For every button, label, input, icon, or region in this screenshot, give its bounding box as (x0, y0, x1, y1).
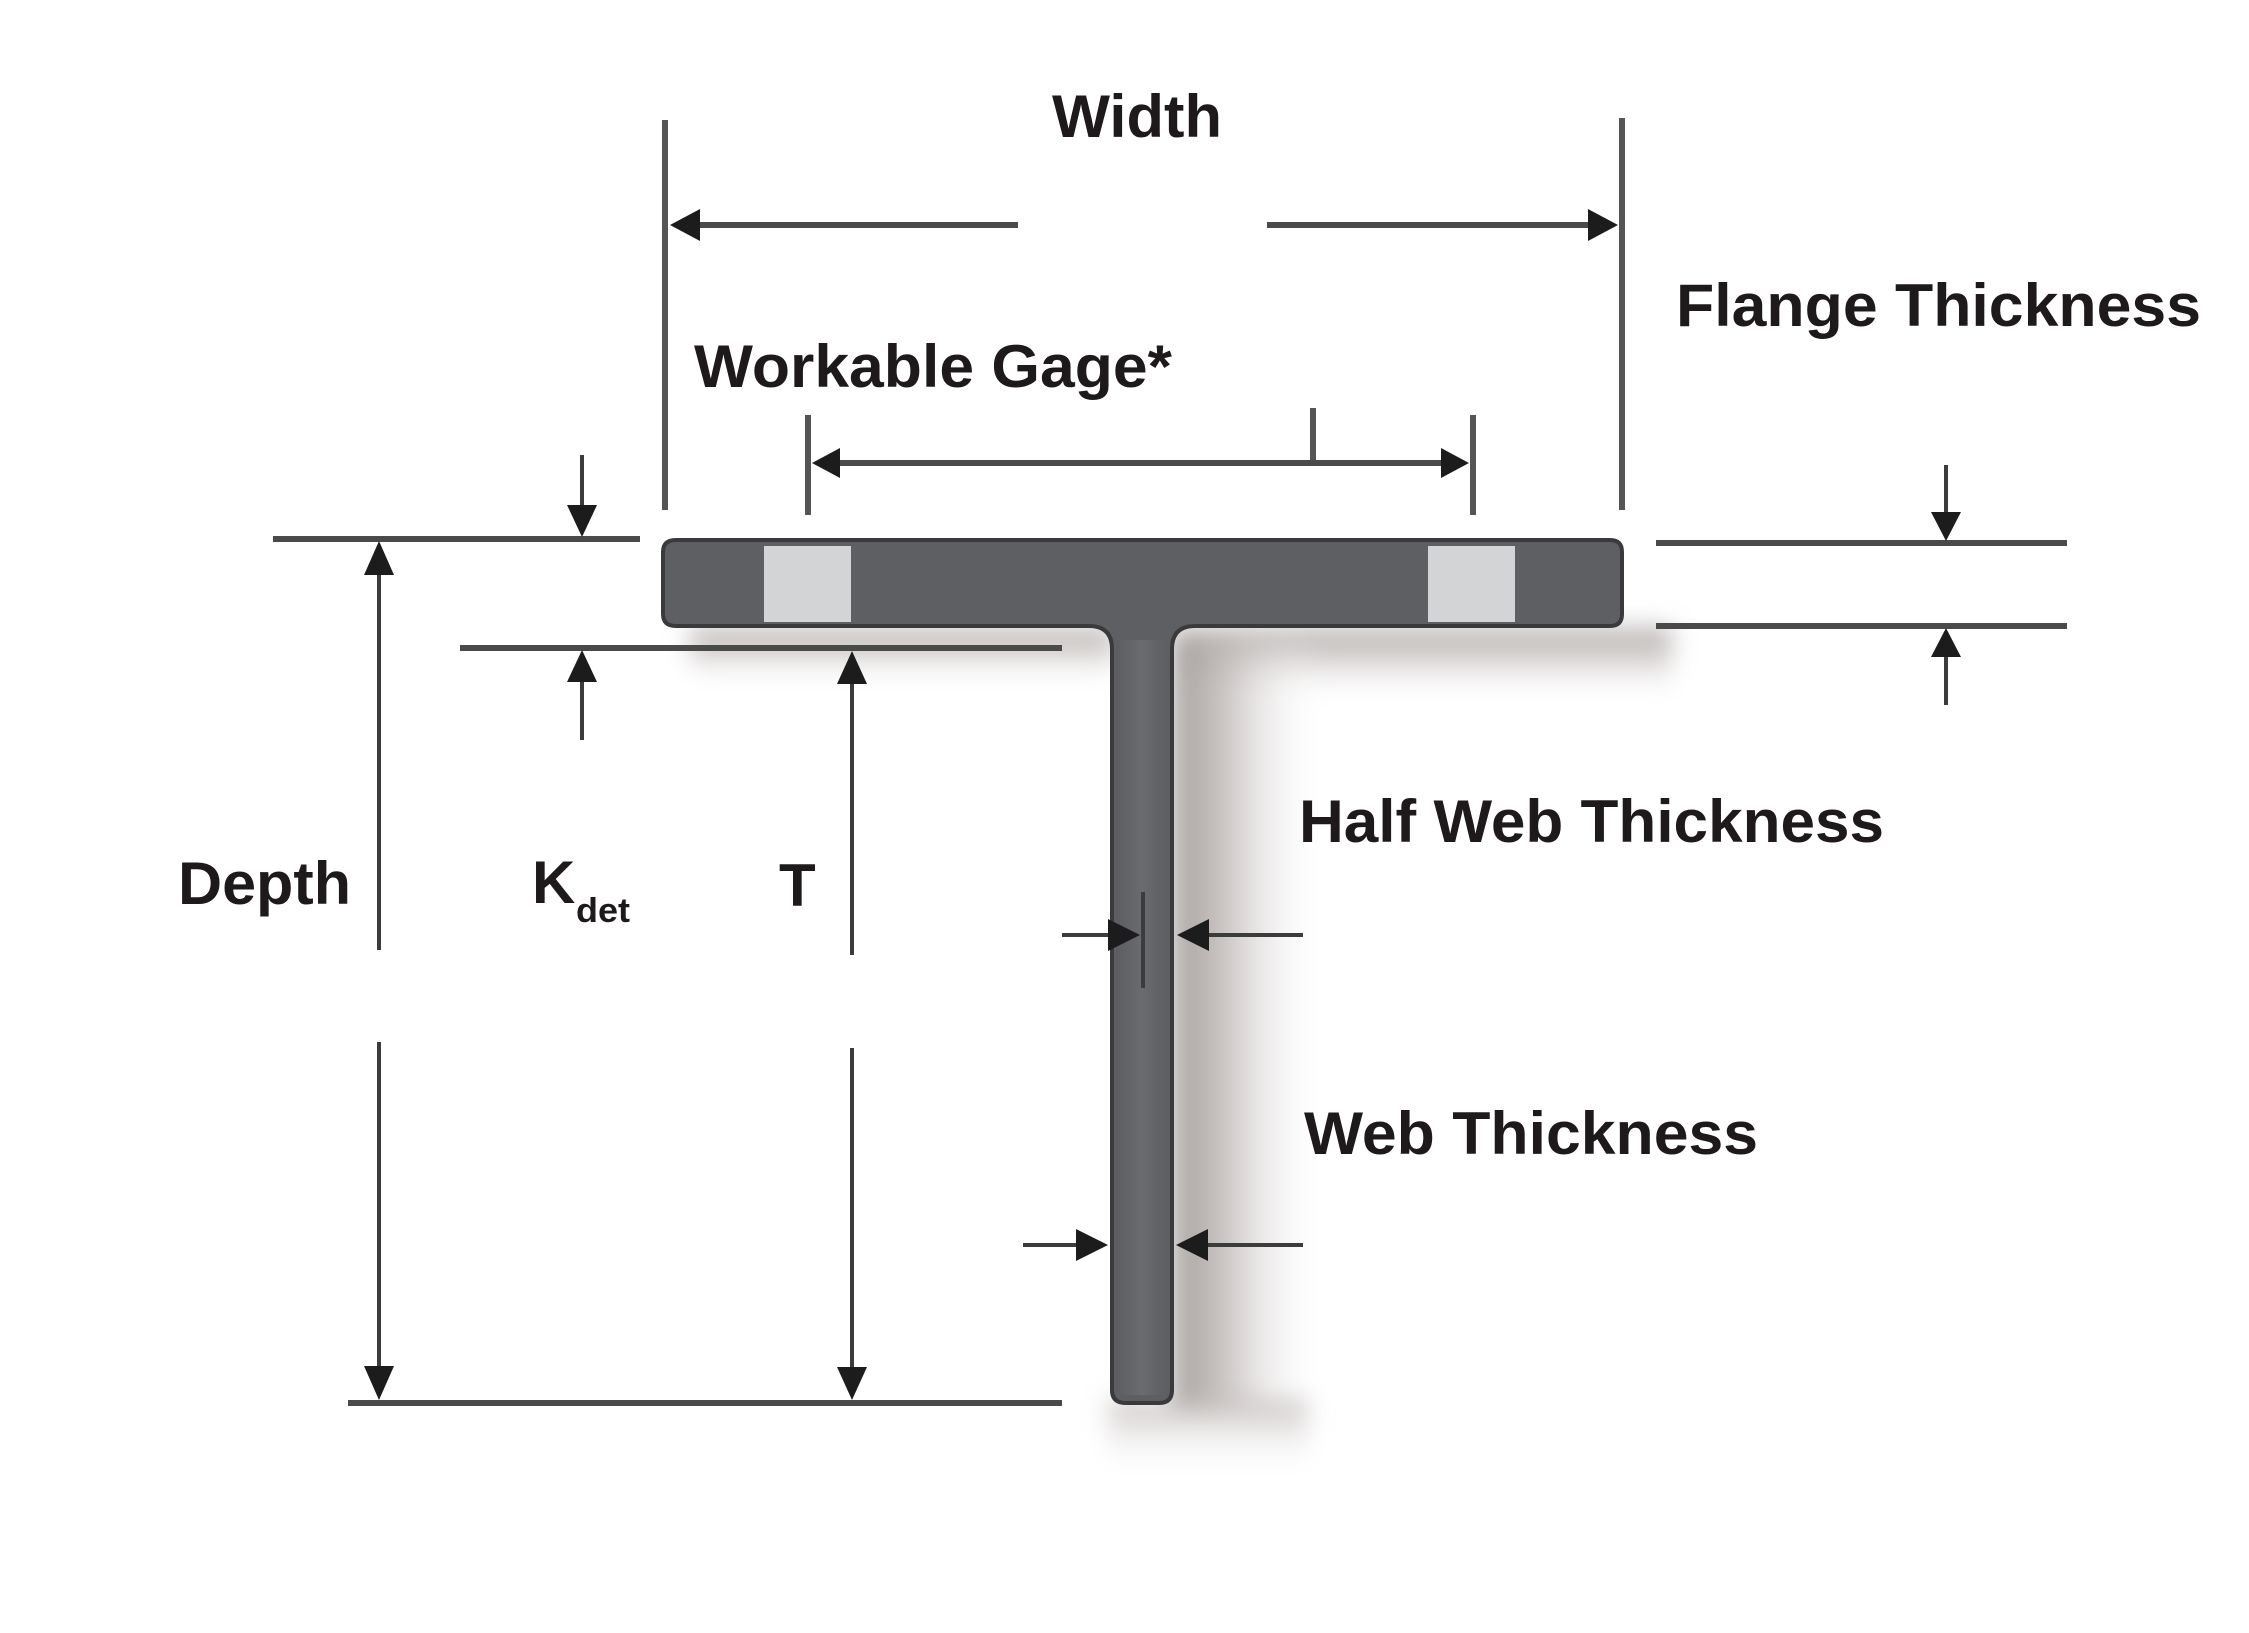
arrow-right-icon (1076, 1229, 1108, 1261)
arrow-left-icon (812, 448, 840, 478)
kdet-dimension (460, 455, 1062, 740)
half-web-thickness-dimension (1062, 892, 1303, 988)
workable-gage-dimension (805, 408, 1476, 515)
width-dimension (662, 118, 1625, 510)
arrow-down-icon (364, 1366, 394, 1400)
kdet-label-subscript: det (576, 892, 630, 930)
kdet-label-main: K (532, 849, 575, 916)
arrow-up-icon (837, 651, 867, 684)
web-thickness-dimension (1023, 1229, 1303, 1261)
arrow-left-icon (1177, 919, 1209, 951)
half-web-thickness-label: Half Web Thickness (1299, 788, 1884, 855)
arrow-right-icon (1441, 448, 1469, 478)
flange-thickness-dimension (1656, 465, 2067, 705)
labels: Width Flange Thickness Workable Gage* De… (178, 83, 2201, 1167)
t-dimension (837, 651, 867, 1400)
arrow-up-icon (567, 650, 597, 682)
arrow-left-icon (670, 209, 700, 241)
depth-dimension (273, 536, 1062, 1406)
arrow-right-icon (1108, 919, 1140, 951)
web-thickness-label: Web Thickness (1304, 1100, 1758, 1167)
flange-thickness-label: Flange Thickness (1676, 272, 2201, 339)
web-shading (1116, 640, 1168, 1395)
depth-label: Depth (178, 850, 351, 917)
t-label: T (779, 852, 816, 919)
kdet-label: K (532, 849, 575, 916)
workable-gage-label: Workable Gage* (694, 333, 1173, 400)
arrow-right-icon (1588, 209, 1618, 241)
arrow-left-icon (1176, 1229, 1208, 1261)
arrow-down-icon (567, 505, 597, 537)
arrow-up-icon (1931, 628, 1961, 657)
arrow-up-icon (364, 541, 394, 575)
bolt-hole-right (1428, 546, 1515, 622)
arrow-down-icon (837, 1367, 867, 1400)
width-label: Width (1052, 83, 1222, 150)
arrow-down-icon (1931, 512, 1961, 541)
bolt-hole-left (764, 546, 851, 622)
section-shadow (690, 628, 1672, 1475)
